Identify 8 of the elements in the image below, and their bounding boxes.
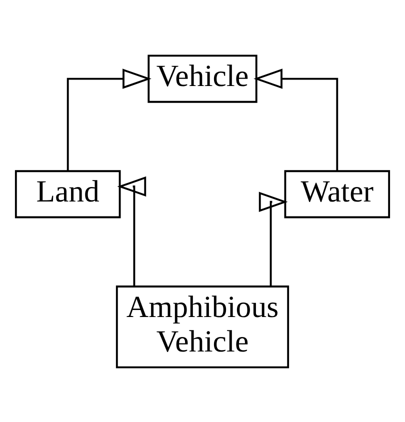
arrow (254, 68, 338, 170)
node-box: Water (284, 170, 390, 218)
node-box: Amphibious Vehicle (116, 285, 290, 368)
node-box: Land (14, 170, 121, 218)
node-box: Vehicle (148, 54, 258, 102)
arrow (117, 176, 146, 286)
arrow (66, 68, 152, 170)
arrow (258, 191, 288, 286)
